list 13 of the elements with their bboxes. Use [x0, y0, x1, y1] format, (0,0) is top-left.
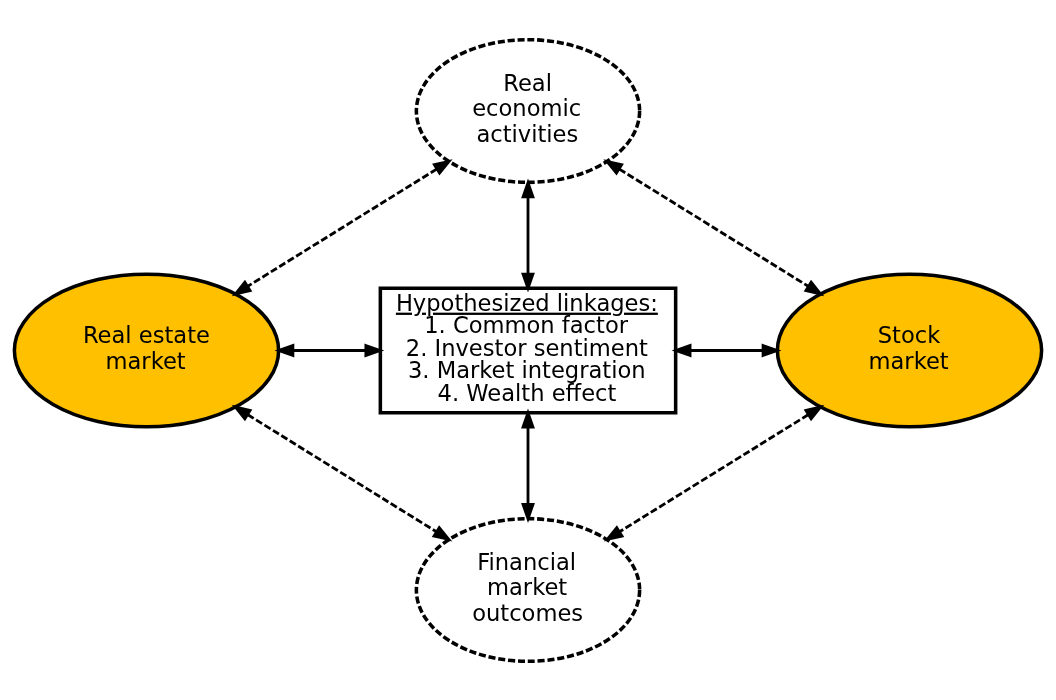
node-ellipse: Real economic activities [414, 37, 642, 184]
arrow [521, 178, 535, 292]
arrow [274, 343, 385, 357]
node-ellipse: Real estate market [12, 271, 281, 429]
arrow [521, 408, 535, 523]
arrow [603, 404, 825, 542]
node-ellipse: Financial market outcomes [414, 516, 642, 663]
node-ellipse: Stock market [775, 271, 1044, 429]
node-box: Hypothesized linkages: 1. Common factor 2. Investor sentiment 3. Market integration 4. Wealth effect [378, 286, 678, 414]
arrow [603, 158, 825, 296]
arrow [231, 404, 453, 542]
arrow [671, 343, 782, 357]
arrow [231, 158, 453, 296]
